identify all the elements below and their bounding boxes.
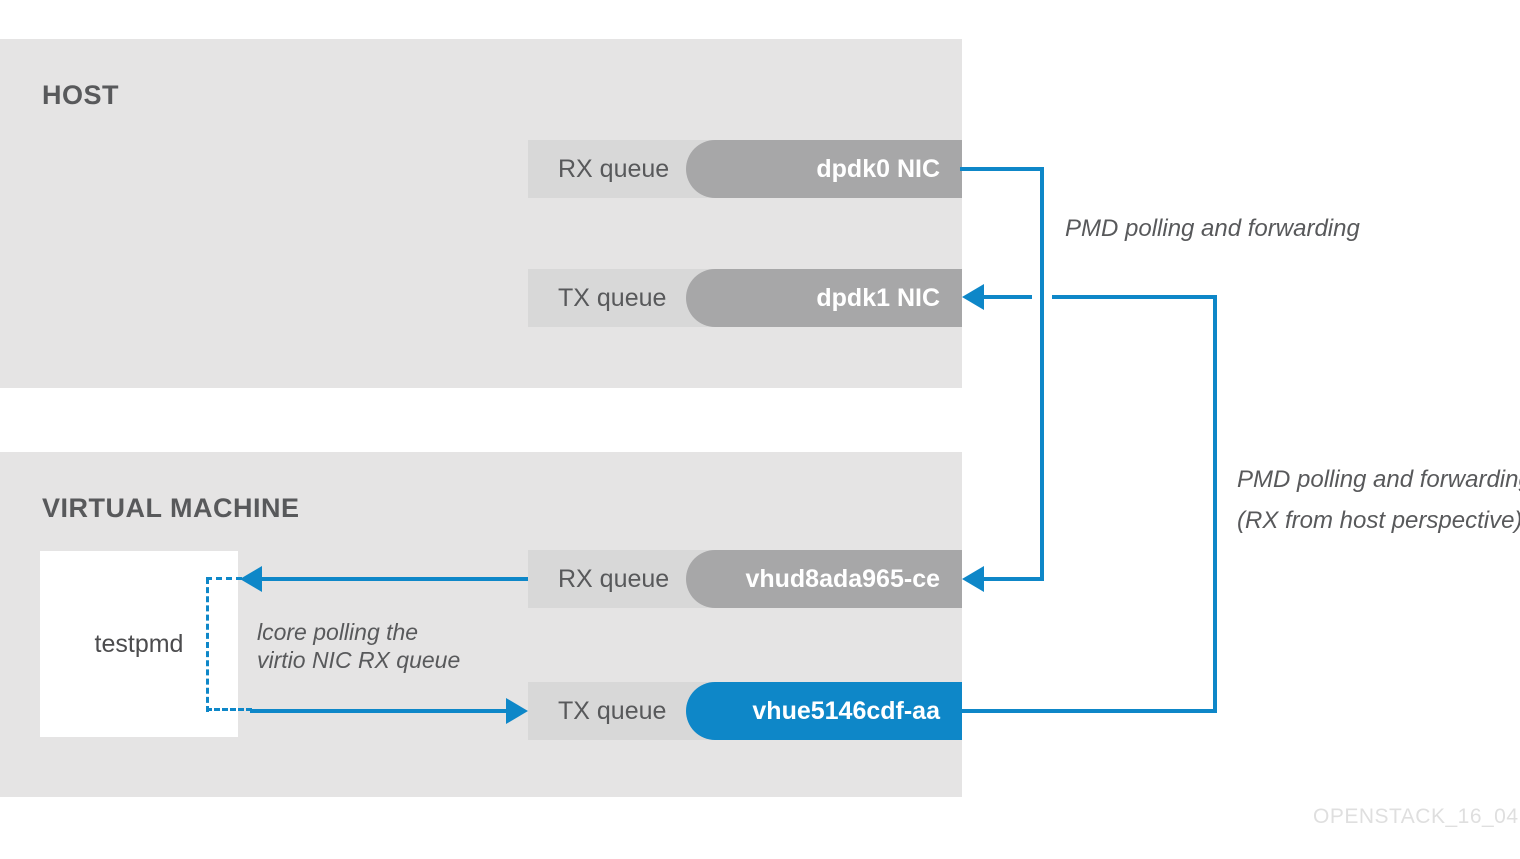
pmd-polling-note-right-line2: (RX from host perspective)	[1237, 507, 1520, 534]
arrow-into-dpdk1-icon	[962, 284, 984, 310]
connector-into-dpdk1-line-right	[1052, 295, 1217, 299]
vm-tx-queue-label: TX queue	[558, 697, 667, 725]
testpmd-dashed-vertical-line	[206, 578, 209, 712]
vm-tx-queue-row: TX queue vhue5146cdf-aa	[528, 682, 962, 740]
dpdk0-nic-pill: dpdk0 NIC	[686, 140, 962, 198]
host-title: HOST	[42, 80, 120, 110]
dpdk1-nic-pill: dpdk1 NIC	[686, 269, 962, 327]
figure-id-watermark: OPENSTACK_16_0419	[1313, 805, 1520, 828]
arrow-into-vm-rx-icon	[962, 566, 984, 592]
connector-vm-tx-out-line	[960, 709, 1217, 713]
connector-testpmd-to-vm-tx-line	[250, 709, 510, 713]
vm-rx-queue-row: RX queue vhud8ada965-ce	[528, 550, 962, 608]
testpmd-label: testpmd	[94, 630, 184, 658]
host-tx-queue-label: TX queue	[558, 284, 667, 312]
connector-into-vm-rx-line	[974, 577, 1044, 581]
connector-vm-tx-up-line	[1213, 295, 1217, 713]
connector-vm-rx-to-testpmd-line	[260, 577, 528, 581]
host-tx-queue-row: TX queue dpdk1 NIC	[528, 269, 962, 327]
connector-dpdk0-down-line	[1040, 167, 1044, 581]
host-rx-queue-row: RX queue dpdk0 NIC	[528, 140, 962, 198]
vm-title: VIRTUAL MACHINE	[42, 493, 300, 523]
virtio-tx-nic-pill: vhue5146cdf-aa	[686, 682, 962, 740]
vm-rx-queue-label: RX queue	[558, 565, 670, 593]
virtio-rx-nic-pill: vhud8ada965-ce	[686, 550, 962, 608]
lcore-polling-note-line1: lcore polling the	[257, 619, 419, 645]
testpmd-box: testpmd	[40, 551, 238, 737]
connector-dpdk0-out-line	[960, 167, 1044, 171]
testpmd-dashed-bottom-line	[206, 708, 252, 711]
arrow-into-testpmd-icon	[240, 566, 262, 592]
connector-into-dpdk1-line-left	[974, 295, 1032, 299]
pmd-polling-note-right-line1: PMD polling and forwarding	[1237, 466, 1520, 493]
lcore-polling-note-line2: virtio NIC RX queue	[257, 647, 461, 673]
host-rx-queue-label: RX queue	[558, 155, 670, 183]
pmd-polling-note-top: PMD polling and forwarding	[1065, 215, 1360, 242]
arrow-into-vm-tx-icon	[506, 698, 528, 724]
testpmd-dashed-top-line	[206, 577, 242, 580]
host-panel: HOST	[0, 39, 962, 388]
